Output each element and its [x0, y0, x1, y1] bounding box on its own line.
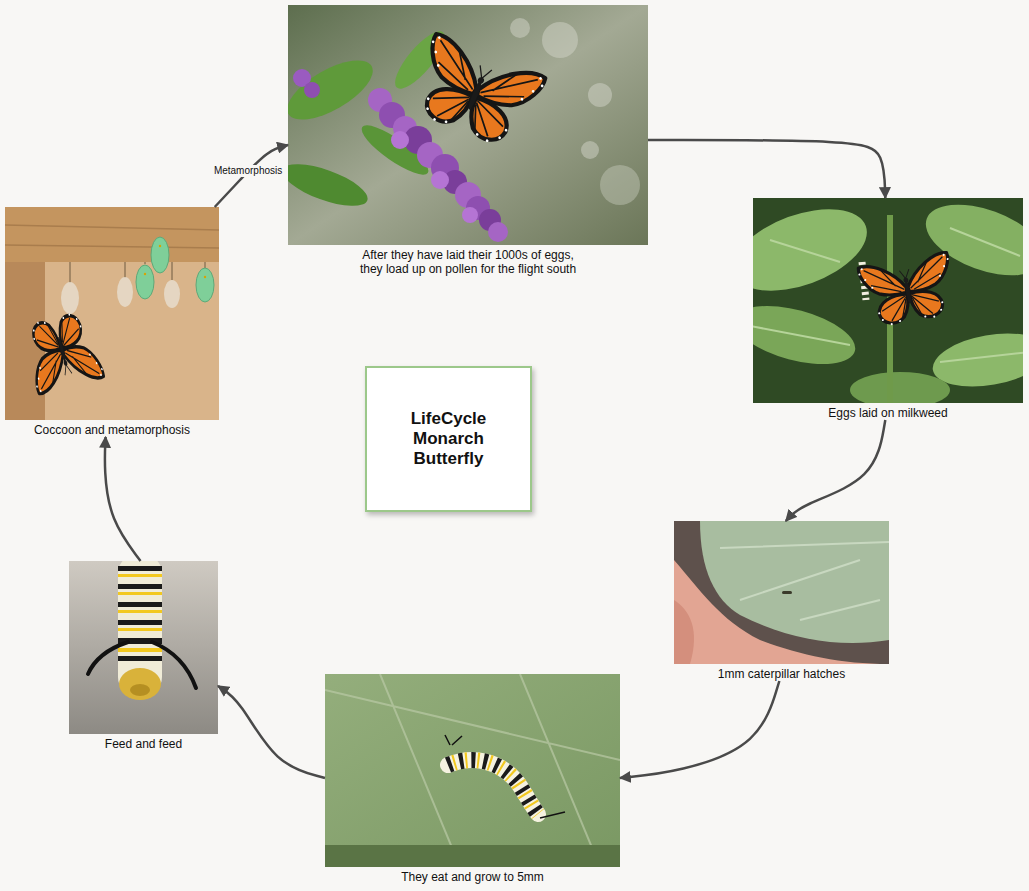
photo-area [674, 521, 889, 667]
leaf-photo-part [448, 760, 538, 814]
hand-photo-part [700, 521, 889, 643]
adult-photo-part [288, 5, 648, 245]
photo-node: 1mm caterpillar hatches [674, 521, 889, 681]
feeding-photo-part [118, 628, 162, 631]
hand-photo-part [782, 591, 792, 594]
caption-text: 1mm caterpillar hatches [677, 667, 887, 681]
cycle-arrow [620, 681, 779, 778]
feeding-photo-part [88, 642, 128, 674]
feeding-photo-part [118, 656, 162, 661]
title-box: LifeCycle Monarch Butterfly [365, 366, 532, 512]
leaf-photo-part [540, 812, 565, 818]
feeding-photo [69, 561, 218, 734]
hand-photo-part [674, 521, 889, 664]
caption-text: Eggs laid on milkweed [758, 406, 1018, 420]
feeding-photo-part [118, 602, 162, 607]
adult-photo-part [542, 22, 578, 58]
chrysalis-photo-part [136, 265, 154, 299]
cycle-arrow [218, 686, 325, 778]
flower-cluster-part [462, 207, 478, 223]
feeding-photo-part [118, 610, 162, 613]
photo-area [288, 5, 648, 248]
milkweed-photo-part [857, 252, 958, 329]
cycle-arrow [648, 140, 885, 198]
photo-node: Feed and feed [69, 561, 218, 751]
adult-photo-part [288, 49, 382, 132]
caption-text: Feed and feed [69, 737, 218, 751]
photo-node: Coccoon and metamorphosis [5, 207, 219, 437]
feeding-photo-part [118, 566, 162, 571]
hand-photo-part [674, 600, 694, 664]
photo-area [5, 207, 219, 423]
feeding-photo-part [152, 642, 196, 688]
adult-photo-part [588, 83, 612, 107]
hand-photo-part [720, 542, 889, 620]
caption-text: They eat and grow to 5mm [328, 870, 618, 884]
chrysalis-photo-part [61, 282, 79, 314]
milkweed-photo-part [850, 372, 950, 403]
leaf-photo-part [325, 674, 620, 867]
leaf-photo-part [448, 760, 538, 814]
milkweed-photo-part [753, 295, 861, 375]
flower-cluster-part [304, 82, 320, 98]
feeding-photo-part [118, 648, 162, 652]
adult-photo-part [510, 18, 530, 38]
feeding-photo-part [118, 584, 162, 589]
flower-cluster-part [431, 171, 449, 189]
title-text: LifeCycle Monarch Butterfly [394, 409, 504, 469]
feeding-photo-part [118, 592, 162, 595]
chrysalis-photo-part [5, 207, 219, 420]
photo-node: They eat and grow to 5mm [325, 674, 620, 884]
chrysalis-photo-part [144, 273, 146, 275]
adult-photo-part [581, 141, 599, 159]
adult-photo-part [288, 156, 372, 215]
cycle-arrow [105, 437, 141, 561]
cycle-arrow [786, 420, 886, 521]
adult-photo-part [405, 33, 547, 154]
photo-area [69, 561, 218, 737]
hand-photo [674, 521, 889, 664]
feeding-photo-part [130, 684, 150, 696]
milkweed-photo-part [753, 198, 878, 307]
leaf-photo-part [325, 845, 620, 867]
feeding-photo-part [118, 574, 162, 577]
chrysalis-photo-part [117, 277, 133, 307]
photo-area [325, 674, 620, 870]
flower-cluster-part [488, 222, 508, 242]
chrysalis-photo-part [159, 245, 161, 247]
chrysalis-photo-part [5, 225, 219, 248]
leaf-photo [325, 674, 620, 867]
caption-text: Coccoon and metamorphosis [5, 423, 219, 437]
adult-photo [288, 5, 648, 245]
chrysalis-photo-part [204, 276, 206, 278]
photo-node: After they have laid their 1000s of eggs… [288, 5, 648, 276]
leaf-photo-part [325, 674, 620, 867]
chrysalis-photo-part [5, 207, 219, 262]
caption-text: After they have laid their 1000s of eggs… [352, 248, 584, 276]
photo-area [753, 198, 1023, 406]
feeding-photo-part [119, 668, 161, 700]
chrysalis-photo [5, 207, 219, 420]
milkweed-photo [753, 198, 1023, 403]
chrysalis-photo-part [164, 280, 180, 308]
photo-node: Eggs laid on milkweed [753, 198, 1023, 420]
chrysalis-photo-part [151, 237, 169, 273]
chrysalis-photo-part [196, 268, 214, 302]
feeding-photo-part [118, 620, 162, 625]
flower-cluster-part [391, 131, 409, 149]
leaf-photo-part [448, 760, 538, 814]
chrysalis-photo-part [20, 309, 105, 395]
adult-photo-part [600, 165, 640, 205]
edge-label: Metamorphosis [211, 165, 285, 177]
leaf-photo-part [445, 735, 462, 745]
